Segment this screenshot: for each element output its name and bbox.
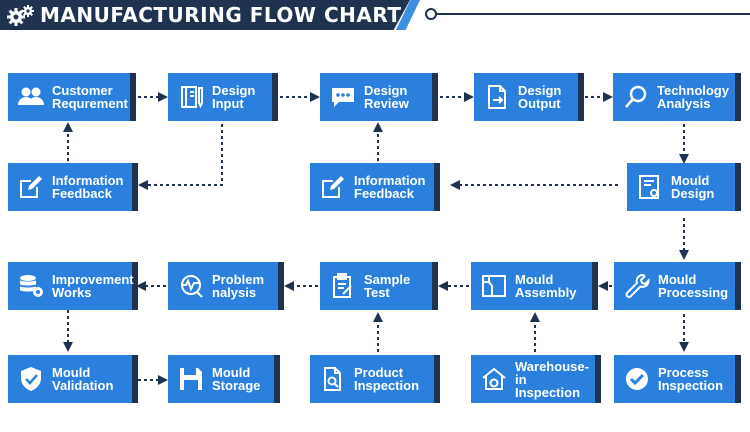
shield-check-icon [16,364,46,394]
wrench-icon [622,271,652,301]
node-label: Design Review [364,83,409,111]
mould-icon [479,271,509,301]
node-design-output: Design Output [474,73,584,121]
node-information-feedback-left: Information Feedback [8,163,138,211]
gears-icon [6,4,36,26]
node-technology-analysis: Technology Analysis [613,73,741,121]
header-band [0,0,410,30]
node-design-input: Design Input [168,73,278,121]
header: MANUFACTURING FLOW CHART [0,0,750,30]
node-warehouse-in-inspection: Warehouse-in Inspection [471,355,601,403]
node-label: Mould Validation [52,365,114,393]
node-label: Mould Assembly [515,272,577,300]
node-mould-validation: Mould Validation [8,355,138,403]
node-label: Product Inspection [354,365,420,393]
node-mould-assembly: Mould Assembly [471,262,598,310]
node-label: Problem nalysis [212,272,265,300]
document-export-icon [482,82,512,112]
blueprint-icon [635,172,665,202]
page-title: MANUFACTURING FLOW CHART [40,3,402,27]
node-problem-analysis: Problem nalysis [168,262,284,310]
check-circle-icon [622,364,652,394]
node-process-inspection: Process Inspection [614,355,741,403]
file-search-icon [318,364,348,394]
notebook-icon [176,82,206,112]
edit-icon [16,172,46,202]
node-label: Warehouse-in Inspection [515,358,589,400]
chart-search-icon [176,271,206,301]
node-label: Mould Storage [212,365,261,393]
node-customer-requirement: Customer Requrement [8,73,136,121]
node-label: Process Inspection [658,365,724,393]
node-mould-design: Mould Design [627,163,741,211]
node-label: Information Feedback [52,173,124,201]
search-icon [621,82,651,112]
node-label: Sample Test [364,272,411,300]
floppy-icon [176,364,206,394]
clipboard-icon [328,271,358,301]
node-mould-storage: Mould Storage [168,355,280,403]
node-mould-processing: Mould Processing [614,262,741,310]
node-label: Mould Processing [658,272,729,300]
node-label: Design Output [518,83,562,111]
header-rule-dot [425,8,437,20]
chat-icon [328,82,358,112]
node-label: Technology Analysis [657,83,729,111]
node-product-inspection: Product Inspection [310,355,440,403]
node-design-review: Design Review [320,73,438,121]
node-label: Customer Requrement [52,83,128,111]
node-information-feedback-center: Information Feedback [310,163,440,211]
node-label: Information Feedback [354,173,426,201]
node-sample-test: Sample Test [320,262,438,310]
node-label: Mould Design [671,173,715,201]
header-rule [430,13,750,15]
edit-icon [318,172,348,202]
node-label: Improvement Works [52,272,134,300]
database-gear-icon [16,271,46,301]
users-icon [16,82,46,112]
node-improvement-works: Improvement Works [8,262,138,310]
arrow-design-input-to-feedback-left [138,124,223,190]
house-gear-icon [479,364,509,394]
node-label: Design Input [212,83,256,111]
